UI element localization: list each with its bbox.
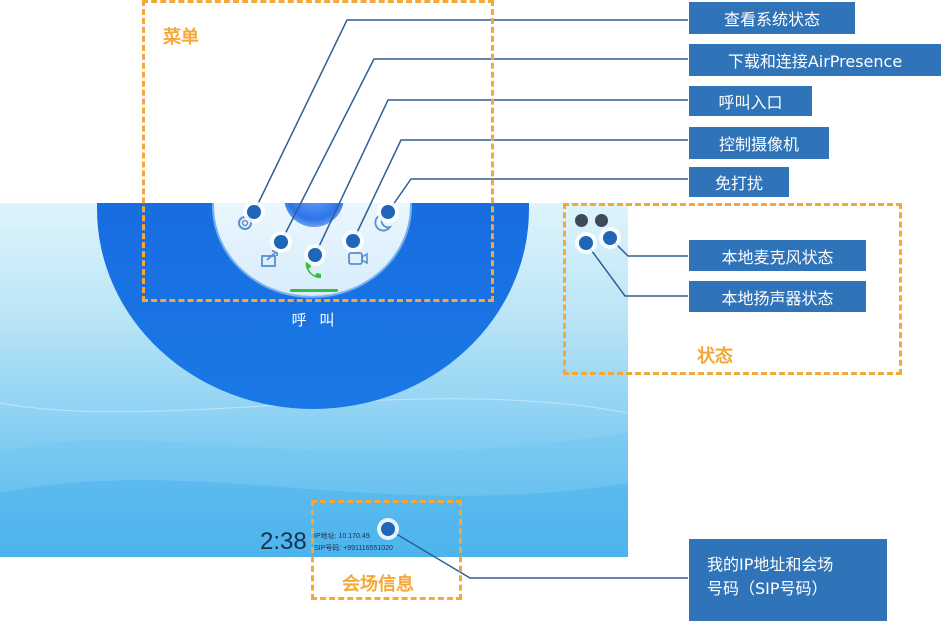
- callout-ip-sip: 我的IP地址和会场 号码（SIP号码）: [688, 538, 888, 622]
- callout-ip-sip-line1: 我的IP地址和会场: [707, 555, 834, 574]
- sip-number: SIP号码: +991116551020: [314, 545, 393, 552]
- callout-call-entry: 呼叫入口: [688, 85, 813, 117]
- marker-camera: [346, 234, 360, 248]
- marker-view-status: [247, 205, 261, 219]
- status-region-title: 状态: [697, 346, 733, 367]
- marker-speaker: [579, 236, 593, 250]
- ip-address: IP地址: 10.170.49.: [314, 533, 372, 540]
- conference-region-box: [311, 500, 462, 600]
- call-label: 呼 叫: [291, 311, 339, 329]
- callout-download-airpresence: 下载和连接AirPresence: [688, 43, 942, 77]
- callout-local-speaker-status: 本地扬声器状态: [688, 280, 867, 313]
- share-icon[interactable]: [259, 247, 281, 269]
- callout-do-not-disturb: 免打扰: [688, 166, 790, 198]
- marker-dnd: [381, 205, 395, 219]
- gear-icon[interactable]: [234, 212, 256, 234]
- call-indicator-bar: [290, 289, 338, 292]
- callout-ip-sip-line2: 号码（SIP号码）: [707, 579, 828, 598]
- menu-region-box: [142, 0, 494, 302]
- callout-view-status: 查看系统状态: [688, 1, 856, 35]
- conference-region-title: 会场信息: [342, 574, 414, 595]
- callout-local-mic-status: 本地麦克风状态: [688, 239, 867, 272]
- phone-icon[interactable]: [301, 259, 323, 281]
- marker-download: [274, 235, 288, 249]
- menu-region-title: 菜单: [163, 27, 199, 48]
- status-region-box: [563, 203, 902, 375]
- marker-mic: [603, 231, 617, 245]
- clock: 2:38: [260, 528, 307, 555]
- marker-call: [308, 248, 322, 262]
- marker-ip-sip: [381, 522, 395, 536]
- callout-control-camera: 控制摄像机: [688, 126, 830, 160]
